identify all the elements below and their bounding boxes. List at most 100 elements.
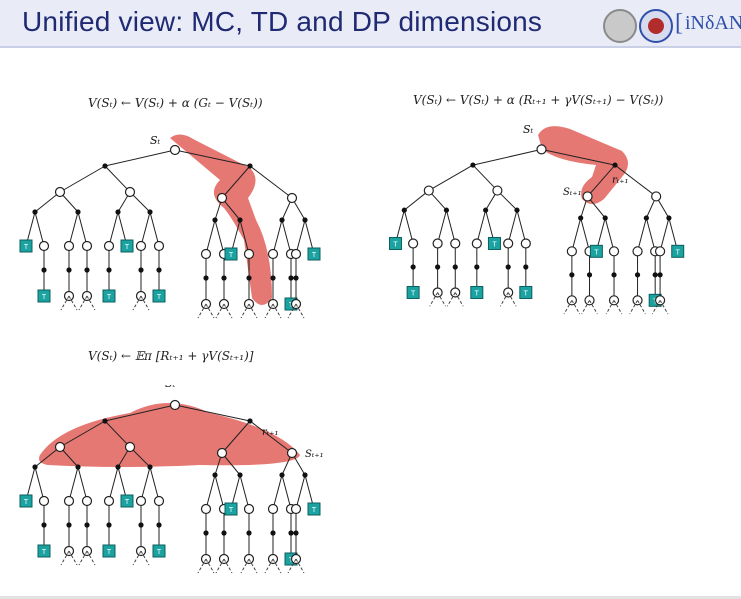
action-node	[138, 267, 144, 273]
state-label: Sₜ₊₁	[305, 449, 324, 460]
tree-edge	[221, 165, 251, 199]
state-node	[243, 503, 255, 515]
state-label: Sₜ	[150, 134, 161, 147]
tree-edge-dashed	[205, 303, 215, 319]
tree-edge-dashed	[78, 550, 88, 566]
tree-edge	[637, 217, 647, 252]
action-node	[483, 207, 489, 213]
tree-edge-dashed	[629, 300, 638, 315]
terminal-node	[487, 236, 501, 250]
action-node	[246, 275, 252, 281]
terminal-label: T	[229, 252, 234, 259]
state-node	[124, 441, 136, 453]
slide-header: Unified view: MC, TD and DP dimensions […	[0, 0, 741, 48]
terminal-label: T	[107, 549, 112, 556]
state-node	[582, 191, 593, 202]
tree-edge-dashed	[272, 558, 282, 574]
terminal-label: T	[24, 499, 29, 506]
state-node	[38, 495, 50, 507]
tree-edge-dashed	[507, 292, 517, 307]
terminal-node	[224, 502, 238, 516]
state-node	[286, 447, 298, 459]
action-node	[203, 275, 209, 281]
state-node	[63, 240, 75, 252]
action-node	[523, 264, 529, 270]
tree-edge	[34, 466, 45, 502]
tree-edge-dashed	[140, 550, 150, 566]
tree-edge	[77, 466, 88, 502]
tree-edge	[221, 420, 251, 454]
tree-edge	[281, 219, 292, 255]
action-node	[666, 215, 672, 221]
action-node	[237, 472, 243, 478]
logo-group: [ iNδAN	[603, 8, 741, 43]
action-node	[212, 217, 218, 223]
state-node	[153, 240, 165, 252]
action-node	[147, 464, 153, 470]
tree-edge	[249, 420, 293, 454]
state-node	[566, 246, 577, 257]
tree-edge	[437, 210, 447, 244]
slide-title: Unified view: MC, TD and DP dimensions	[22, 6, 543, 37]
state-node	[632, 246, 643, 257]
terminal-label: T	[393, 241, 398, 248]
action-node	[578, 215, 584, 221]
action-node	[435, 264, 441, 270]
logo-bracket: [	[675, 10, 683, 36]
tree-edge	[140, 211, 151, 247]
action-node	[293, 275, 299, 281]
tree-edge	[580, 217, 591, 252]
action-node	[643, 215, 649, 221]
tree-edge-dashed	[197, 303, 207, 319]
tree-edge-dashed	[215, 558, 225, 574]
state-node	[81, 240, 93, 252]
mc-sample-path-highlight	[170, 134, 272, 305]
state-label: Sₜ	[523, 123, 534, 136]
action-node	[203, 530, 209, 536]
terminal-label: T	[157, 549, 162, 556]
action-node	[84, 267, 90, 273]
terminal-label: T	[125, 499, 130, 506]
university-seal-icon	[603, 9, 637, 43]
tree-edge-dashed	[86, 295, 96, 311]
action-node	[657, 272, 663, 278]
tree-edge	[149, 466, 160, 502]
state-node	[503, 287, 514, 298]
tree-edge	[239, 474, 250, 510]
tree-edge-dashed	[60, 550, 70, 566]
action-node	[106, 267, 112, 273]
tree-edge-dashed	[197, 558, 207, 574]
state-node	[103, 240, 115, 252]
state-node	[432, 238, 443, 249]
tree-edge-dashed	[240, 303, 250, 319]
tree-edge-dashed	[295, 558, 305, 574]
terminal-label: T	[312, 507, 317, 514]
tree-edge	[249, 165, 293, 199]
action-node	[443, 207, 450, 213]
terminal-node	[37, 544, 51, 558]
tree-edge	[541, 148, 616, 166]
action-node	[470, 162, 476, 168]
terminal-label: T	[312, 252, 317, 259]
tree-edge-dashed	[437, 292, 446, 307]
tree-edge-dashed	[295, 303, 305, 319]
tree-edge-dashed	[605, 300, 615, 315]
tree-edge	[214, 219, 225, 255]
terminal-label: T	[42, 549, 47, 556]
tree-edge	[645, 217, 656, 252]
tree-edge	[604, 217, 615, 252]
action-node	[288, 530, 294, 536]
state-node	[63, 495, 75, 507]
tree-edge-dashed	[429, 292, 439, 307]
tree-edge-dashed	[248, 558, 258, 574]
tree-edge	[239, 219, 250, 255]
state-label: Sₜ₊₁	[563, 187, 582, 198]
action-node	[32, 464, 38, 470]
terminal-node	[307, 502, 321, 516]
tree-edge	[403, 190, 430, 211]
action-node	[410, 264, 416, 270]
action-node	[66, 267, 72, 273]
terminal-node	[102, 289, 116, 303]
action-node	[293, 530, 299, 536]
tree-edge	[104, 404, 176, 422]
